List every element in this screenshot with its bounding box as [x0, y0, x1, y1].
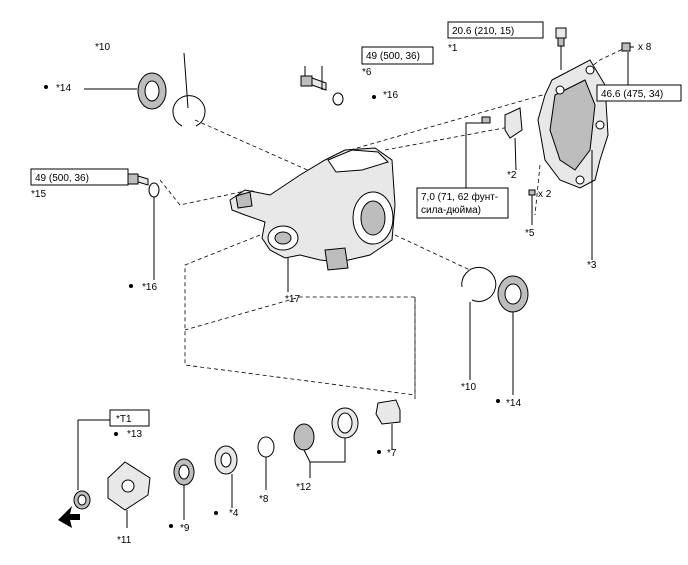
torque-box-15: 49 (500, 36) [30, 168, 129, 186]
callout-1: *1 [448, 43, 458, 54]
callout-16-left: *16 [142, 282, 157, 293]
spacer-8-part [257, 436, 275, 490]
flange-nut-part [73, 419, 110, 510]
torque-value-1: 20.6 (210, 15) [452, 26, 514, 37]
callout-14-right: *14 [506, 398, 521, 409]
callout-14-left: *14 [56, 83, 71, 94]
plate-part [504, 107, 523, 171]
cover-bolt-part [621, 42, 634, 85]
torque-value-5-line2: сила-дюйма) [421, 205, 481, 216]
torque-value-8: 46.6 (475, 34) [601, 89, 663, 100]
callout-17: *17 [285, 294, 300, 305]
callout-5: *5 [525, 228, 535, 239]
torque-box-6: 49 (500, 36) [361, 46, 434, 65]
oil-seal-right-part [461, 266, 529, 395]
callout-11: *11 [117, 535, 132, 546]
bearing-4-part [214, 445, 238, 508]
callout-6: *6 [362, 67, 372, 78]
callout-9: *9 [180, 523, 190, 534]
flange-part [107, 461, 151, 528]
filler-plug-part [555, 27, 567, 62]
callout-12: *12 [296, 482, 311, 493]
differential-cover-part [537, 59, 609, 189]
bullet-dots [44, 85, 500, 528]
differential-carrier-part [229, 147, 396, 271]
callout-10-right: *10 [461, 382, 476, 393]
torque-box-1: 20.6 (210, 15) [447, 21, 544, 39]
torque-value-5-line1: 7,0 (71, 62 фунт- [421, 191, 498, 203]
callout-3: *3 [587, 260, 597, 271]
leader-lines [287, 62, 593, 292]
callout-labels: *1 *2 *3 *4 *5 *6 *7 *8 *9 *10 *10 *11 *… [31, 42, 597, 546]
callout-16-top: *16 [383, 90, 398, 101]
assembly-dashed-lines [159, 47, 626, 400]
torque-value-6: 49 (500, 36) [366, 51, 420, 62]
callout-7: *7 [387, 448, 397, 459]
callout-15: *15 [31, 189, 46, 200]
plug-15-part [127, 173, 160, 280]
callout-8: *8 [259, 494, 269, 505]
torque-value-15: 49 (500, 36) [35, 173, 89, 184]
callout-2: *2 [507, 170, 517, 181]
quantity-8: x 8 [638, 42, 652, 53]
callout-10-top: *10 [95, 42, 110, 53]
callout-13: *13 [127, 429, 142, 440]
special-tool-box: *T1 [109, 409, 150, 427]
torque-box-8: 46.6 (475, 34) [596, 84, 682, 102]
torque-box-5: 7,0 (71, 62 фунт- сила-дюйма) [416, 187, 509, 219]
special-tool-label: *T1 [116, 414, 132, 425]
quantity-5: x 2 [538, 189, 552, 200]
callout-4: *4 [229, 508, 239, 519]
drive-arrow-icon [58, 506, 80, 528]
oil-seal-left-part [84, 52, 206, 127]
bearing-12-part [293, 407, 359, 478]
spacer-7-part [375, 399, 401, 450]
oil-seal-9-part [173, 458, 195, 520]
